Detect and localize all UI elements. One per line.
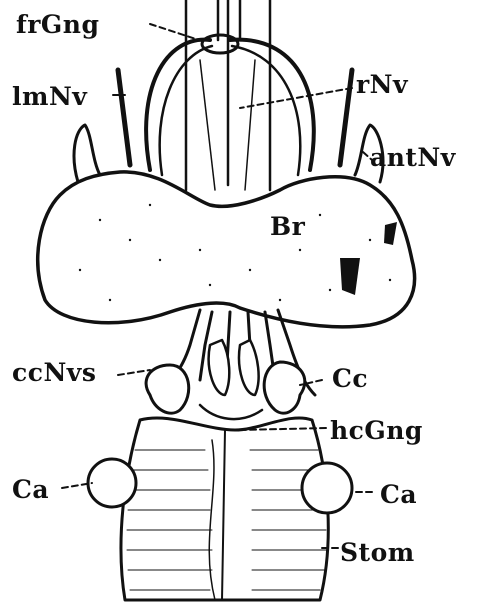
label-ca-right: Ca — [380, 482, 417, 507]
dorsal-vessel — [186, 0, 270, 190]
label-hcGng: hcGng — [330, 418, 423, 443]
brain — [38, 172, 415, 327]
hypocerebral-ganglion — [200, 405, 262, 419]
label-ccNvs: ccNvs — [12, 360, 96, 385]
label-ca-left: Ca — [12, 477, 49, 502]
label-rNv: rNv — [356, 72, 408, 97]
lm-nerves — [146, 40, 314, 175]
corpus-allatum-left — [88, 459, 136, 507]
frontal-ganglion — [202, 35, 238, 53]
label-cc: Cc — [332, 366, 368, 391]
label-antNv: antNv — [370, 145, 456, 170]
corpora-cardiaca — [146, 365, 189, 413]
label-br: Br — [270, 214, 305, 239]
corpus-allatum-right — [302, 463, 352, 513]
label-stom: Stom — [340, 540, 415, 565]
label-lmNv: lmNv — [12, 84, 87, 109]
corpora-cardiaca-right — [264, 362, 305, 413]
label-frGng: frGng — [16, 12, 99, 37]
median-lobes — [209, 340, 259, 395]
antennal-nerve-left — [74, 125, 100, 182]
